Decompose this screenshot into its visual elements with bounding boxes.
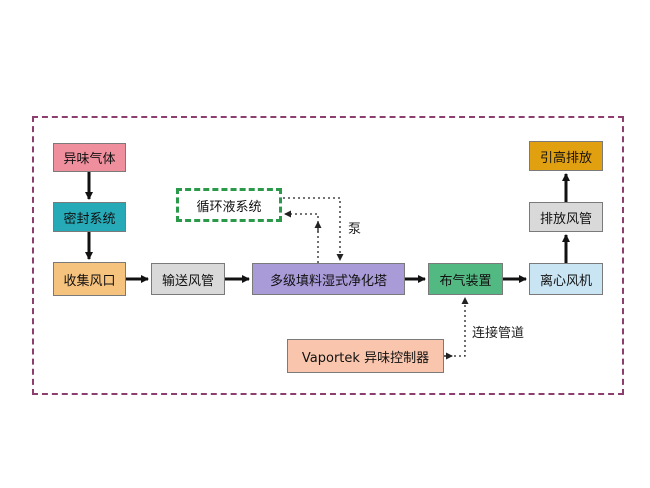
node-controller: Vaportek 异味控制器	[287, 339, 444, 373]
node-exhaust-duct: 排放风管	[529, 202, 603, 232]
node-scrubber-tower-label: 多级填料湿式净化塔	[269, 273, 387, 289]
node-odor-gas: 异味气体	[53, 143, 126, 172]
edge-label-pump: 泵	[348, 222, 362, 237]
arrow-circulation-to-tower	[283, 197, 344, 261]
node-air-distribution-label: 布气装置	[439, 273, 492, 289]
system-boundary	[32, 116, 624, 395]
node-exhaust-duct-label: 排放风管	[539, 211, 592, 227]
node-collect-port-label: 收集风口	[63, 273, 116, 289]
arrow-controller-to-distribution	[444, 297, 469, 357]
node-circulation-system: 循环液系统	[176, 188, 282, 222]
node-stack-exhaust-label: 引高排放	[539, 150, 592, 166]
node-controller-label: Vaportek 异味控制器	[301, 350, 430, 366]
node-circulation-system-label: 循环液系统	[196, 199, 262, 215]
node-stack-exhaust: 引高排放	[529, 141, 603, 171]
arrow-tower-to-circulation	[284, 210, 319, 263]
node-odor-gas-label: 异味气体	[63, 152, 116, 167]
node-collect-port: 收集风口	[53, 262, 126, 296]
node-scrubber-tower: 多级填料湿式净化塔	[252, 263, 405, 295]
node-transport-duct-label: 输送风管	[161, 273, 214, 289]
node-centrifugal-fan: 离心风机	[529, 263, 603, 295]
edge-label-connect-pipe: 连接管道	[472, 326, 525, 341]
node-seal-system: 密封系统	[53, 202, 126, 232]
node-transport-duct: 输送风管	[151, 263, 225, 295]
node-air-distribution: 布气装置	[428, 263, 503, 295]
node-seal-system-label: 密封系统	[63, 211, 116, 227]
node-centrifugal-fan-label: 离心风机	[539, 273, 592, 289]
